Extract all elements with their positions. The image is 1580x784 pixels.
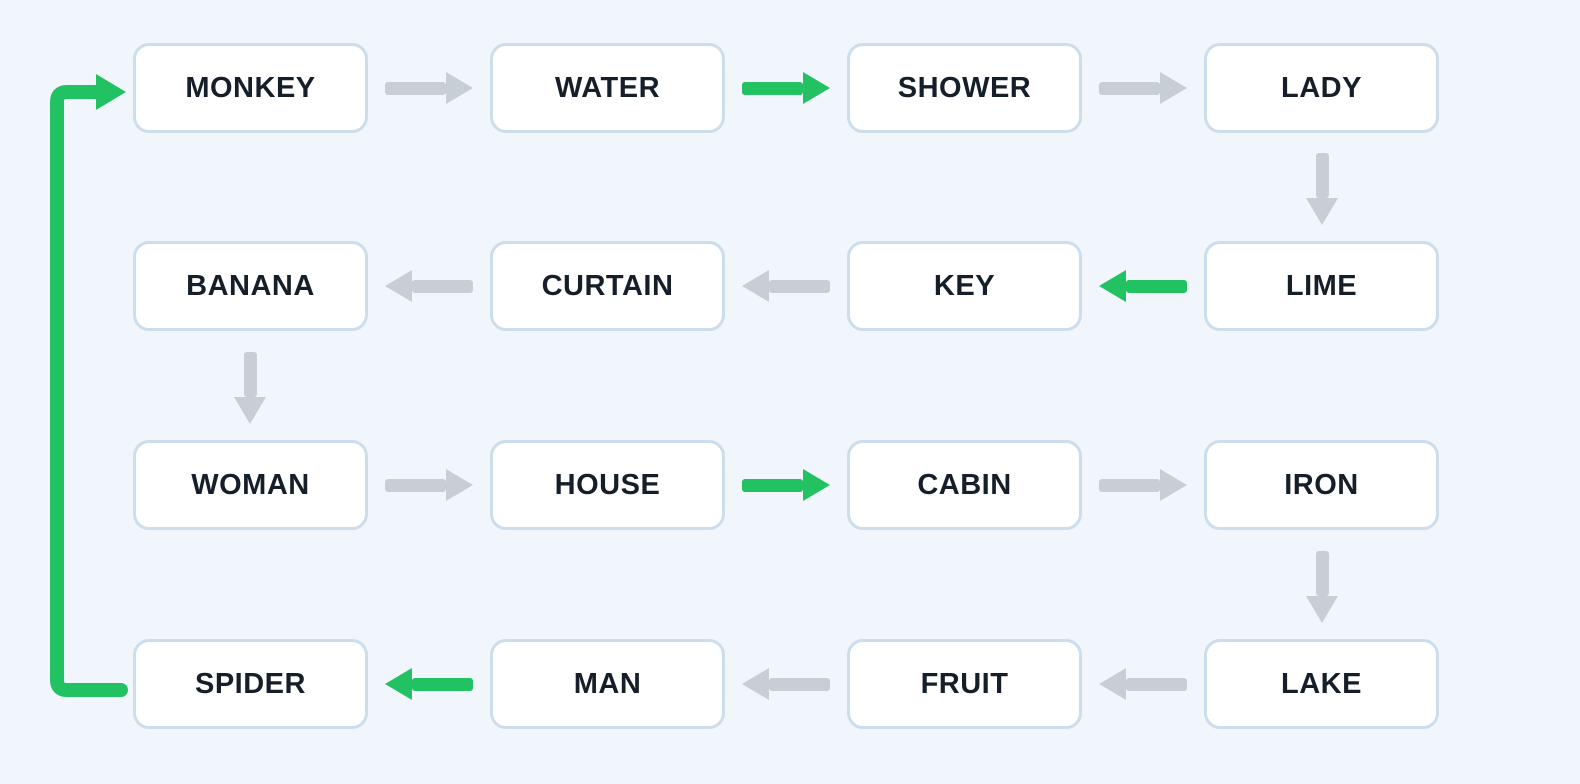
node-water: WATER — [490, 43, 725, 133]
arrow-woman-to-house — [385, 469, 473, 501]
arrow-iron-to-lake — [1306, 551, 1338, 623]
arrowhead-right-icon — [446, 469, 473, 501]
arrow-house-to-cabin — [742, 469, 830, 501]
arrow-man-to-spider — [385, 668, 473, 700]
arrow-shaft — [769, 677, 830, 691]
arrow-shaft — [742, 81, 803, 95]
arrowhead-down-icon — [1306, 596, 1338, 623]
node-lady: LADY — [1204, 43, 1439, 133]
arrow-monkey-to-water — [385, 72, 473, 104]
arrow-shaft — [412, 279, 473, 293]
arrow-curtain-to-banana — [385, 270, 473, 302]
arrowhead-left-icon — [385, 270, 412, 302]
arrowhead-left-icon — [742, 270, 769, 302]
node-cabin: CABIN — [847, 440, 1082, 530]
arrow-lime-to-key — [1099, 270, 1187, 302]
node-woman: WOMAN — [133, 440, 368, 530]
arrow-shaft — [385, 478, 446, 492]
node-banana: BANANA — [133, 241, 368, 331]
arrowhead-right-icon — [446, 72, 473, 104]
arrow-shaft — [742, 478, 803, 492]
arrow-shaft — [1099, 478, 1160, 492]
node-curtain: CURTAIN — [490, 241, 725, 331]
arrow-shaft — [412, 677, 473, 691]
arrow-key-to-curtain — [742, 270, 830, 302]
arrowhead-left-icon — [1099, 668, 1126, 700]
arrow-spider-to-monkey-wrap — [50, 74, 128, 697]
arrow-shaft — [385, 81, 446, 95]
arrow-water-to-shower — [742, 72, 830, 104]
arrowhead-right-icon — [803, 72, 830, 104]
arrowhead-right-icon — [1160, 469, 1187, 501]
arrow-lake-to-fruit — [1099, 668, 1187, 700]
arrowhead-right-icon — [1160, 72, 1187, 104]
arrow-shaft — [1315, 551, 1329, 596]
arrow-shaft — [1099, 81, 1160, 95]
node-key: KEY — [847, 241, 1082, 331]
arrow-shaft — [769, 279, 830, 293]
node-lake: LAKE — [1204, 639, 1439, 729]
arrow-fruit-to-man — [742, 668, 830, 700]
arrowhead-right-icon — [803, 469, 830, 501]
node-monkey: MONKEY — [133, 43, 368, 133]
arrow-shaft — [243, 352, 257, 397]
arrow-shaft — [1315, 153, 1329, 198]
node-house: HOUSE — [490, 440, 725, 530]
arrow-banana-to-woman — [234, 352, 266, 424]
arrow-cabin-to-iron — [1099, 469, 1187, 501]
node-spider: SPIDER — [133, 639, 368, 729]
arrow-shaft — [1126, 677, 1187, 691]
node-lime: LIME — [1204, 241, 1439, 331]
arrow-shower-to-lady — [1099, 72, 1187, 104]
node-fruit: FRUIT — [847, 639, 1082, 729]
arrowhead-left-icon — [385, 668, 412, 700]
arrow-shaft — [1126, 279, 1187, 293]
arrowhead-left-icon — [1099, 270, 1126, 302]
arrowhead-left-icon — [742, 668, 769, 700]
arrowhead-down-icon — [1306, 198, 1338, 225]
arrowhead-down-icon — [234, 397, 266, 424]
arrow-lady-to-lime — [1306, 153, 1338, 225]
node-man: MAN — [490, 639, 725, 729]
node-shower: SHOWER — [847, 43, 1082, 133]
node-iron: IRON — [1204, 440, 1439, 530]
